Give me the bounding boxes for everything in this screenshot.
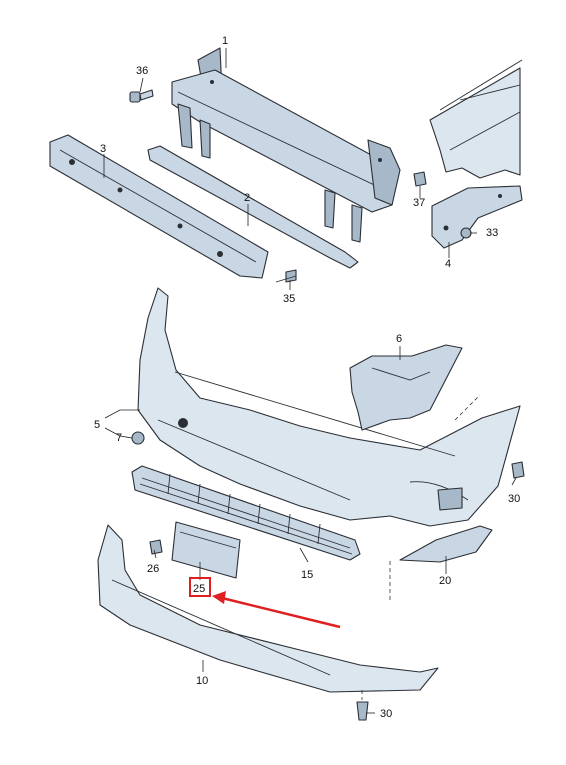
callout-6: 6 — [396, 333, 402, 345]
highlight-box-25 — [189, 577, 211, 597]
red-arrow-icon — [221, 596, 341, 629]
fender-part — [429, 59, 523, 179]
cap-part-7 — [131, 431, 145, 445]
callout-10: 10 — [196, 675, 208, 687]
bumper-cover-part-5 — [137, 287, 521, 527]
callout-5: 5 — [94, 419, 100, 431]
callout-37: 37 — [413, 197, 425, 209]
callout-30-upper: 30 — [508, 493, 520, 505]
lower-strip-part-2 — [147, 145, 359, 269]
callout-20: 20 — [439, 575, 451, 587]
energy-absorber-part-3 — [49, 134, 269, 279]
leader-lines — [103, 48, 517, 714]
trim-strip-part-20 — [399, 525, 493, 563]
clip-part-35 — [275, 269, 297, 283]
side-bracket-part-4 — [431, 185, 523, 249]
callout-35: 35 — [283, 293, 295, 305]
highlight-annotation — [189, 577, 341, 629]
nut-part-33 — [460, 227, 472, 239]
callout-1: 1 — [222, 35, 228, 47]
callout-36: 36 — [136, 65, 148, 77]
screw-part-30-upper — [511, 461, 525, 479]
plate-bracket-part-25 — [171, 521, 241, 579]
callout-2: 2 — [244, 192, 250, 204]
screw-part-37 — [413, 171, 427, 187]
callout-25: 25 — [193, 583, 205, 595]
clip-part-26 — [149, 539, 163, 555]
callout-7: 7 — [116, 432, 122, 444]
callout-30-lower: 30 — [380, 708, 392, 720]
callout-15: 15 — [301, 569, 313, 581]
impact-beam-part-1 — [171, 47, 401, 243]
red-arrowhead-icon — [212, 591, 226, 604]
callout-33: 33 — [486, 227, 498, 239]
callout-labels: 1 2 3 4 5 6 7 10 15 20 25 26 30 30 33 35… — [94, 35, 520, 720]
bolt-part-36 — [129, 89, 154, 103]
spoiler-part-10 — [97, 524, 439, 693]
grille-bracket-part-6 — [349, 344, 463, 431]
callout-26: 26 — [147, 563, 159, 575]
callout-3: 3 — [100, 143, 106, 155]
grille-part-15 — [131, 465, 361, 561]
screw-part-30-lower — [356, 701, 369, 721]
callout-4: 4 — [445, 258, 451, 270]
